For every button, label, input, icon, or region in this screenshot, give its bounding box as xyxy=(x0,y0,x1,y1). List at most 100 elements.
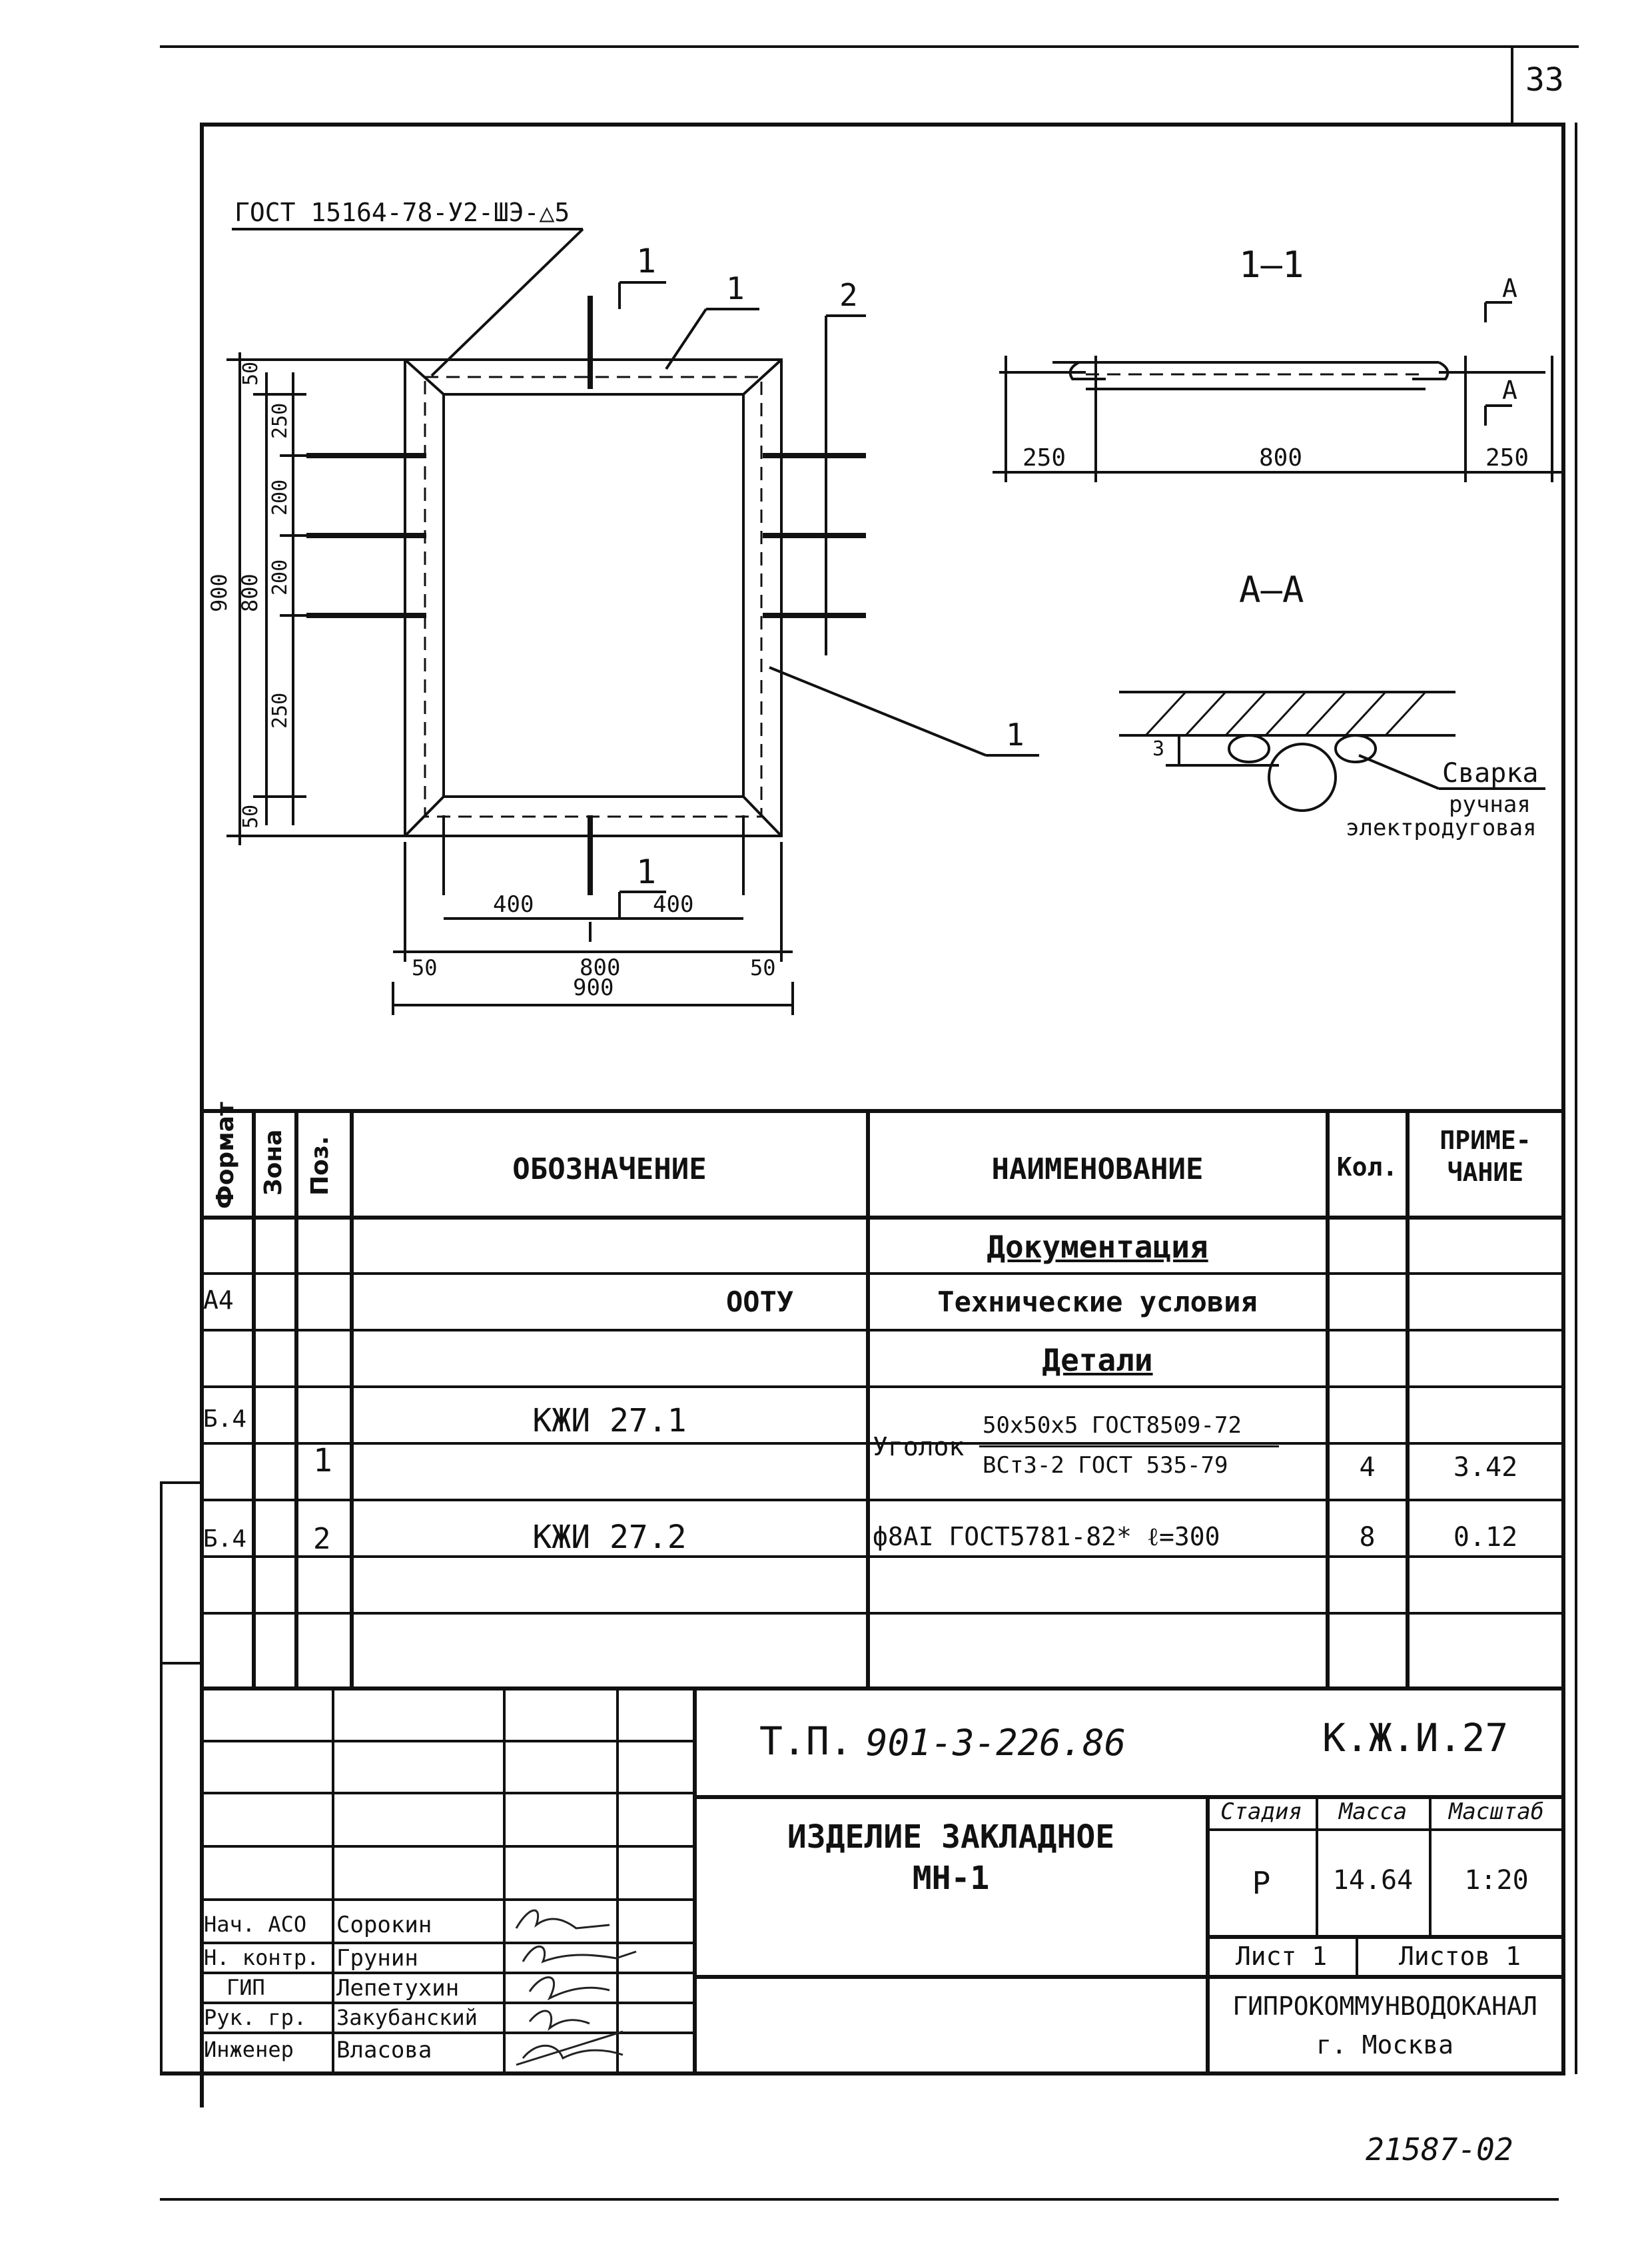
pos-label-2: 2 xyxy=(839,277,858,313)
tb-row-7 xyxy=(200,2002,693,2004)
tb-mass-col xyxy=(1316,1795,1318,1938)
row1-name-bottom: ВСт3-2 ГОСТ 535-79 xyxy=(983,1452,1228,1479)
tb-row-5 xyxy=(200,1942,693,1944)
row1-name-prefix: Уголок xyxy=(873,1432,965,1461)
tb-org-1: ГИПРОКОММУНВОДОКАНАЛ xyxy=(1232,1992,1537,2021)
spec-col-name xyxy=(866,1109,870,1688)
spec-col-zone xyxy=(252,1109,256,1688)
binding-line-2 xyxy=(160,1662,201,1665)
tb-mass-label: Масса xyxy=(1338,1798,1408,1825)
dim-250-v-top: 250 xyxy=(268,403,292,439)
dim-900-v: 900 xyxy=(206,573,232,612)
signatures xyxy=(515,1909,637,2066)
section-parts: Детали xyxy=(1042,1342,1153,1378)
tb-row-8 xyxy=(200,2032,693,2034)
docs-format: А4 xyxy=(203,1286,234,1315)
section-11-dim-mid: 800 xyxy=(1259,444,1302,472)
tb-sheet: Лист 1 xyxy=(1235,1942,1328,1971)
section-11-dim-left: 250 xyxy=(1023,444,1066,472)
tb-mass: 14.64 xyxy=(1332,1865,1414,1896)
tb-stage-header-line xyxy=(1206,1828,1563,1831)
row2-pos: 2 xyxy=(313,1522,331,1556)
tb-col-main xyxy=(693,1686,697,2073)
tb-stage-bottom xyxy=(1206,1935,1563,1939)
header-qty: Кол. xyxy=(1336,1152,1398,1182)
tb-row-2 xyxy=(200,1792,693,1794)
tb-row-3 xyxy=(200,1845,693,1848)
section-11-dim-right: 250 xyxy=(1485,444,1529,472)
section-docs: Документация xyxy=(987,1229,1208,1265)
row1-note: 3.42 xyxy=(1453,1452,1518,1483)
plate-inner xyxy=(442,393,745,798)
dim-400-right: 400 xyxy=(653,891,693,918)
spec-header-bottom xyxy=(200,1216,1563,1220)
tb-row-1 xyxy=(200,1740,693,1742)
dim-50-v-top: 50 xyxy=(239,362,262,386)
weld-desc-1: ручная xyxy=(1449,791,1531,818)
frame-bottom xyxy=(160,2071,1565,2075)
spec-row-line-5 xyxy=(200,1499,1563,1501)
tb-sheet-col xyxy=(1356,1935,1358,1975)
role-4: Рук. гр. xyxy=(204,2005,307,2030)
pos-label-1-bottom: 1 xyxy=(1006,717,1025,753)
dim-200-v-2: 200 xyxy=(268,560,292,595)
dim-50-v-bottom: 50 xyxy=(239,805,262,829)
row1-designation: КЖИ 27.1 xyxy=(532,1402,687,1439)
drawing-area: ГОСТ 15164-78-У2-ШЭ-△5 1 1 1 2 1 900 800… xyxy=(206,198,1565,1015)
tb-scale-label: Масштаб xyxy=(1448,1798,1545,1825)
dim-250-v-bottom: 250 xyxy=(268,693,292,729)
name-5: Власова xyxy=(336,2037,432,2063)
name-1: Сорокин xyxy=(336,1912,432,1938)
docs-name: Технические условия xyxy=(937,1286,1258,1318)
tb-row-6 xyxy=(200,1972,693,1974)
frame-right xyxy=(1561,123,1565,2074)
row1-fraction-line xyxy=(979,1445,1279,1447)
spec-row-line-7 xyxy=(200,1612,1563,1615)
spec-row-line-2 xyxy=(200,1329,1563,1331)
section-mark-top: 1 xyxy=(636,242,656,280)
dim-900-h: 900 xyxy=(573,974,614,1001)
row1-qty: 4 xyxy=(1359,1452,1376,1483)
dim-400-left: 400 xyxy=(493,891,534,918)
tb-item-name-2: МН-1 xyxy=(912,1860,990,1897)
tb-mid-line xyxy=(693,1795,1563,1799)
frame-right-outer xyxy=(1575,123,1577,2074)
sheet-num-box-left xyxy=(1511,45,1513,127)
weld-desc-2: электродуговая xyxy=(1346,815,1537,841)
header-zone: Зона xyxy=(260,1129,287,1196)
tb-code: К.Ж.И.27 xyxy=(1322,1715,1509,1760)
header-designation: ОБОЗНАЧЕНИЕ xyxy=(512,1152,707,1186)
spec-top xyxy=(200,1109,1563,1113)
row2-qty: 8 xyxy=(1359,1522,1376,1553)
signature-1 xyxy=(515,1909,610,1930)
tb-col-3 xyxy=(616,1686,619,2073)
row2-name: ф8АI ГОСТ5781-82* ℓ=300 xyxy=(873,1522,1220,1551)
title-block-top xyxy=(200,1686,1563,1690)
binding-vline xyxy=(160,1481,163,2074)
sheet-number: 33 xyxy=(1525,61,1564,99)
dim-800-h: 800 xyxy=(580,954,620,981)
spec-col-designation xyxy=(350,1109,354,1688)
section-11-title: 1—1 xyxy=(1239,244,1304,286)
section-mark-bottom: 1 xyxy=(636,853,656,891)
tb-stage: Р xyxy=(1252,1865,1271,1901)
row1-format: Б.4 xyxy=(203,1405,247,1433)
section-aa-dim: 3 xyxy=(1152,737,1164,761)
section-aa-title: А—А xyxy=(1239,569,1304,611)
tb-project-number: 901-3-226.86 xyxy=(866,1722,1126,1764)
tb-scale-col xyxy=(1429,1795,1432,1938)
spec-col-note xyxy=(1406,1109,1410,1688)
frame-top xyxy=(200,123,1565,127)
role-2: Н. контр. xyxy=(204,1945,320,1970)
name-2: Грунин xyxy=(336,1945,418,1972)
top-line xyxy=(160,45,1579,48)
binding-line-1 xyxy=(160,1481,201,1484)
name-4: Закубанский xyxy=(336,2005,478,2030)
bottom-stray-line xyxy=(160,2198,1559,2201)
section-11-mark-bottom: А xyxy=(1502,376,1517,405)
signature-3 xyxy=(528,1976,610,2001)
row2-note: 0.12 xyxy=(1453,1522,1518,1553)
tb-col-1 xyxy=(332,1686,334,2073)
plate-outer xyxy=(404,358,783,837)
spec-row-line-6 xyxy=(200,1555,1563,1558)
